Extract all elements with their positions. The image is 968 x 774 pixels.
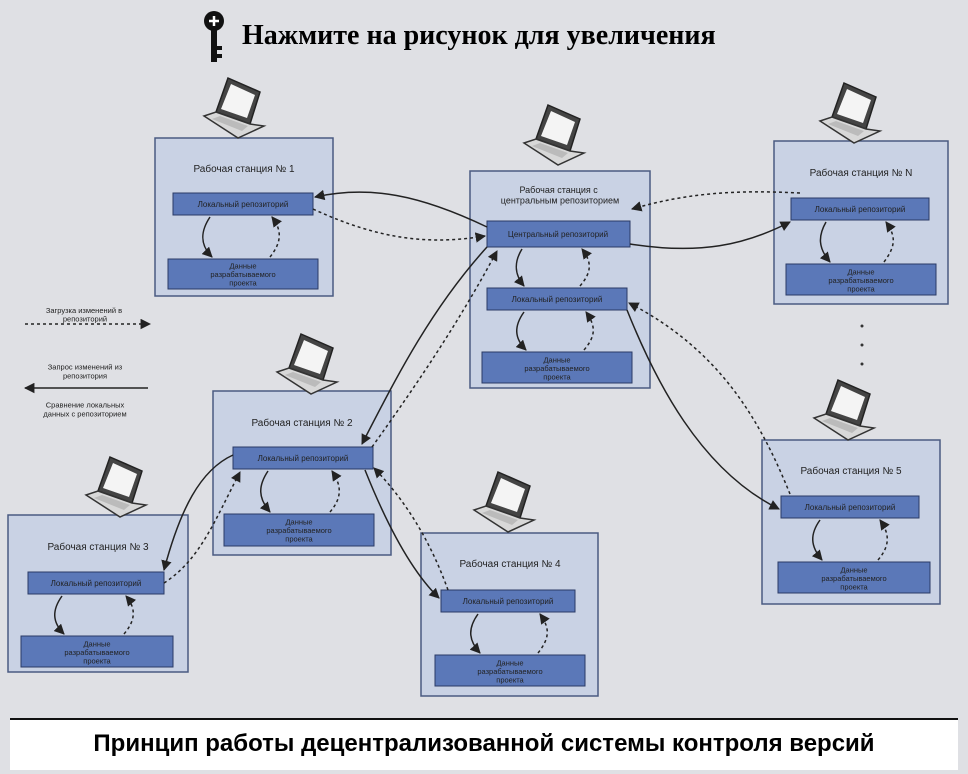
station-1-repo-box: [172, 192, 314, 216]
station-5-data-box: [777, 561, 931, 594]
legend: Загрузка изменений в репозиторий Запрос …: [23, 306, 152, 419]
station-center-title-text: Рабочая станция с: [519, 185, 598, 195]
zoom-hint-text[interactable]: Нажмите на рисунок для увеличения: [242, 20, 716, 51]
central-repo-label: Центральный репозиторий: [508, 230, 608, 239]
station-center-data-box: [481, 351, 633, 384]
legend-upload-label: Загрузка изменений в репозиторий: [46, 306, 124, 324]
station-5-repo-label: Локальный репозиторий: [805, 503, 896, 512]
station-4-title: Рабочая станция № 4: [459, 558, 560, 570]
station-n-repo-box: [790, 197, 930, 221]
station-2-repo-label: Локальный репозиторий: [258, 454, 349, 463]
station-4-repo-label: Локальный репозиторий: [463, 597, 554, 606]
station-1-repo-label: Локальный репозиторий: [198, 200, 289, 209]
zoom-key-icon[interactable]: [202, 8, 236, 64]
laptop-icon: [85, 456, 147, 518]
station-center-repo-box: [486, 287, 628, 311]
station-1-title: Рабочая станция № 1: [193, 163, 294, 175]
laptop-icon: [276, 333, 338, 395]
laptop-icon: [523, 104, 585, 166]
station-n-data-box: [785, 263, 937, 296]
laptop-icon: [473, 471, 535, 533]
station-n-repo-label: Локальный репозиторий: [815, 205, 906, 214]
station-5-title: Рабочая станция № 5: [800, 465, 901, 477]
laptop-icon: [203, 77, 265, 139]
station-4-repo-box: [440, 589, 576, 613]
station-center-title: Рабочая станция с центральным репозитори…: [501, 185, 619, 205]
inter-station-arrows: [161, 189, 801, 599]
legend-upload-text: Загрузка изменений в: [46, 306, 122, 315]
station-center-repo-label: Локальный репозиторий: [512, 295, 603, 304]
laptop-icon: [813, 379, 875, 441]
station-3-data-box: [20, 635, 174, 668]
station-n-title: Рабочая станция № N: [810, 167, 913, 179]
station-2-data-box: [223, 513, 375, 547]
central-repo-box: [486, 220, 631, 248]
continuation-dots: [860, 324, 864, 366]
station-3-repo-label: Локальный репозиторий: [51, 579, 142, 588]
station-1-data-box: [167, 258, 319, 290]
laptop-icon: [819, 82, 881, 144]
station-2-title: Рабочая станция № 2: [251, 417, 352, 429]
station-3-title: Рабочая станция № 3: [47, 541, 148, 553]
diagram-caption: Принцип работы децентрализованной систем…: [93, 730, 875, 757]
caption-bar: Принцип работы децентрализованной систем…: [10, 718, 958, 770]
station-4-data-box: [434, 654, 586, 687]
station-2-repo-box: [232, 446, 374, 470]
station-5-repo-box: [780, 495, 920, 519]
intra-station-arrows: [53, 216, 896, 654]
zoom-hint[interactable]: Нажмите на рисунок для увеличения: [202, 8, 716, 64]
